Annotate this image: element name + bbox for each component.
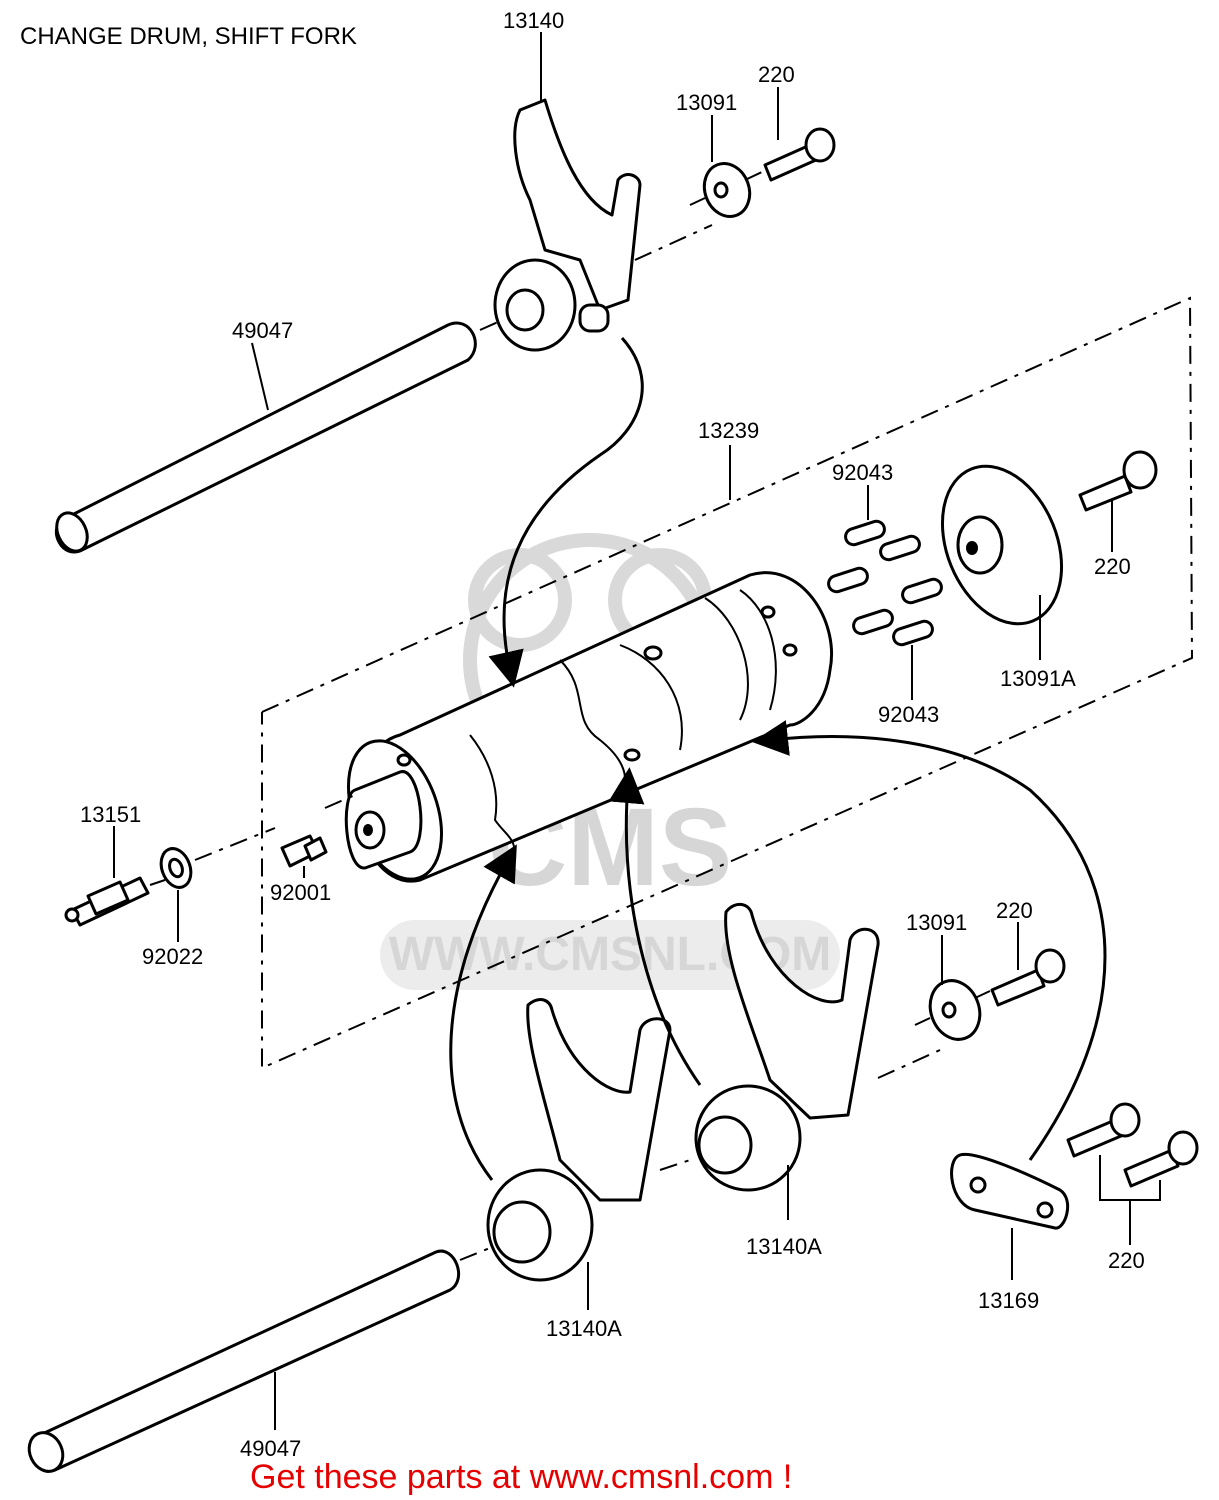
neutral-screw (280, 834, 328, 868)
shift-fork-top (493, 98, 642, 352)
label-fork-left: 13140A (546, 1316, 622, 1341)
label-gasket: 92022 (142, 944, 203, 969)
bolt-plate (1078, 450, 1158, 512)
label-screw: 92001 (270, 880, 331, 905)
label-washer-bottom: 13091 (906, 910, 967, 935)
label-switch: 13151 (80, 802, 141, 827)
label-pins-bottom: 92043 (878, 702, 939, 727)
label-fork-mid: 13140A (746, 1234, 822, 1259)
footer-cta[interactable]: Get these parts at www.cmsnl.com ! (250, 1458, 792, 1496)
label-washer-top: 13091 (676, 90, 737, 115)
label-bolt-bottom: 220 (996, 898, 1033, 923)
change-drum (344, 571, 833, 883)
label-bolt-plate: 220 (1094, 554, 1131, 579)
drum-holder (950, 1152, 1070, 1230)
pins (827, 519, 943, 647)
label-plate: 13091A (1000, 666, 1076, 691)
bolt-top (763, 127, 836, 182)
label-shaft-bottom: 49047 (240, 1436, 301, 1461)
label-holder: 13169 (978, 1288, 1039, 1313)
washer-top (702, 162, 752, 218)
label-pins-top: 92043 (832, 460, 893, 485)
label-drum: 13239 (698, 418, 759, 443)
gasket (159, 847, 193, 889)
drum-plate (940, 464, 1064, 626)
diagram-title: CHANGE DRUM, SHIFT FORK (20, 23, 357, 50)
neutral-switch (64, 876, 150, 927)
shift-shaft-bottom (27, 1249, 461, 1473)
bolts-holder (1066, 1102, 1199, 1188)
label-fork-top: 13140 (503, 8, 564, 33)
label-bolt-top: 220 (758, 62, 795, 87)
washer-bottom (928, 979, 982, 1041)
label-shaft-top: 49047 (232, 318, 293, 343)
label-bolts-holder: 220 (1108, 1248, 1145, 1273)
shift-shaft-top (55, 321, 477, 554)
shift-fork-left (486, 998, 672, 1282)
assembly-boundary (261, 296, 1194, 1070)
shift-fork-middle (694, 903, 880, 1192)
bolt-bottom (990, 948, 1066, 1007)
